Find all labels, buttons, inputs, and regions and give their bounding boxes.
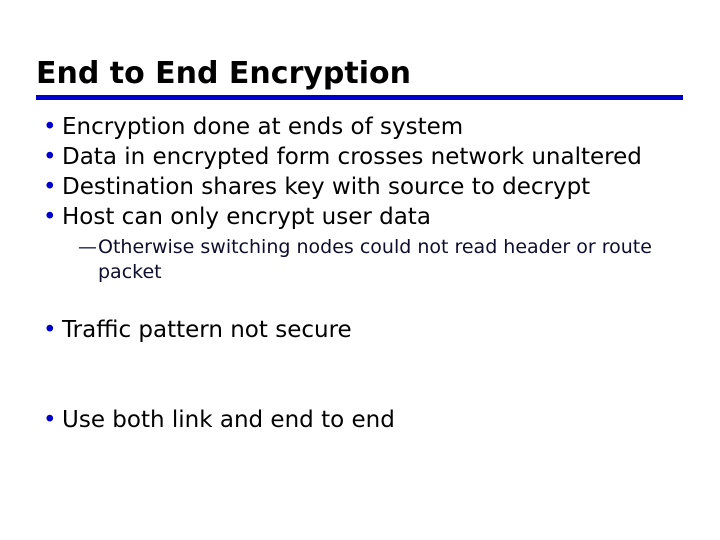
list-item-text: Traffic pattern not secure bbox=[62, 317, 352, 343]
list-item-text: Use both link and end to end bbox=[62, 407, 395, 433]
bullet-dot-icon: • bbox=[43, 144, 57, 170]
list-item: • Traffic pattern not secure bbox=[36, 315, 696, 345]
bullet-dot-icon: • bbox=[43, 204, 57, 230]
list-item-text: Host can only encrypt user data bbox=[62, 204, 431, 230]
title-block: End to End Encryption bbox=[36, 57, 684, 91]
bullet-dot-icon: • bbox=[43, 317, 57, 343]
bullet-dot-icon: • bbox=[43, 174, 57, 200]
list-item: • Destination shares key with source to … bbox=[36, 172, 696, 202]
spacer bbox=[36, 285, 696, 315]
list-item: • Use both link and end to end bbox=[36, 405, 696, 435]
list-item: • Host can only encrypt user data bbox=[36, 202, 696, 232]
spacer bbox=[36, 375, 696, 405]
list-item: • Encryption done at ends of system bbox=[36, 112, 696, 142]
body-content: • Encryption done at ends of system • Da… bbox=[36, 112, 696, 435]
bullet-dot-icon: • bbox=[43, 114, 57, 140]
em-dash-icon: — bbox=[78, 236, 97, 258]
list-item: • Data in encrypted form crosses network… bbox=[36, 142, 696, 172]
spacer bbox=[36, 345, 696, 375]
list-item-text: Destination shares key with source to de… bbox=[62, 174, 591, 200]
bullet-dot-icon: • bbox=[43, 407, 57, 433]
list-item-text: Encryption done at ends of system bbox=[62, 114, 464, 140]
list-item-text: Data in encrypted form crosses network u… bbox=[62, 144, 642, 170]
title-underline-rule bbox=[36, 95, 683, 100]
sub-list-item-text: Otherwise switching nodes could not read… bbox=[98, 236, 652, 283]
sub-list-item: — Otherwise switching nodes could not re… bbox=[78, 235, 696, 285]
page-title: End to End Encryption bbox=[36, 56, 411, 91]
